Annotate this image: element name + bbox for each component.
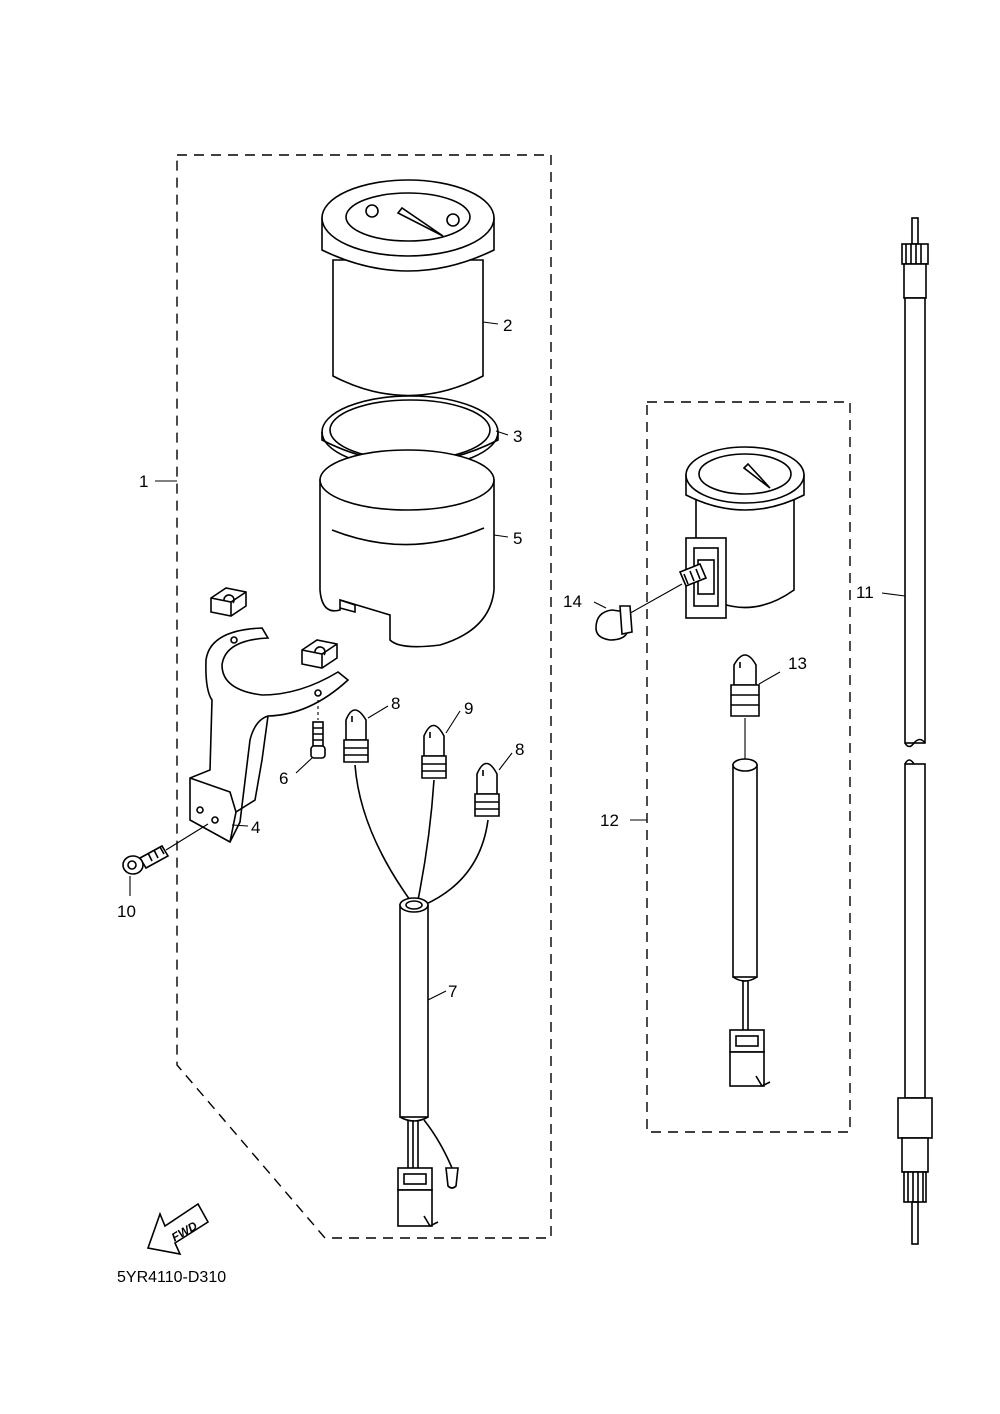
group-12-outline bbox=[646, 401, 851, 1133]
bulb-part-8-left bbox=[343, 709, 369, 763]
callout-11-leader bbox=[881, 592, 906, 597]
callout-2: 2 bbox=[503, 316, 512, 335]
callout-12: 12 bbox=[600, 811, 619, 830]
screw-part-6 bbox=[310, 700, 326, 759]
callout-3: 3 bbox=[513, 427, 522, 446]
meter-part-2 bbox=[321, 179, 495, 397]
callout-9: 9 bbox=[464, 699, 473, 718]
callout-5-leader bbox=[493, 534, 509, 538]
callout-2-leader bbox=[482, 321, 499, 325]
harness-part-12 bbox=[729, 718, 771, 1088]
callout-11: 11 bbox=[856, 583, 874, 602]
callout-1: 1 bbox=[139, 472, 148, 491]
callout-4-leader bbox=[231, 824, 249, 827]
callout-7-leader bbox=[427, 990, 447, 1001]
bracket-part-4 bbox=[189, 627, 350, 844]
callout-8b: 8 bbox=[515, 740, 524, 759]
gauge-part-12 bbox=[678, 446, 805, 619]
callout-6-leader bbox=[295, 757, 313, 774]
fwd-arrow-icon: FWD bbox=[146, 1202, 210, 1256]
cable-part-11 bbox=[897, 217, 933, 1245]
screw-part-10 bbox=[122, 823, 209, 875]
callout-6: 6 bbox=[279, 769, 288, 788]
callout-4: 4 bbox=[251, 818, 260, 837]
callout-5: 5 bbox=[513, 529, 522, 548]
grommet-upper bbox=[210, 587, 247, 617]
callout-7: 7 bbox=[448, 982, 457, 1001]
callout-13-leader bbox=[758, 671, 781, 685]
callout-9-leader bbox=[445, 710, 461, 734]
callout-8a-leader bbox=[367, 705, 389, 719]
bulb-part-13 bbox=[730, 654, 760, 717]
bulb-part-14 bbox=[595, 583, 683, 641]
callout-8b-leader bbox=[498, 752, 513, 771]
diagram-code: 5YR4110-D310 bbox=[117, 1269, 226, 1286]
callout-14: 14 bbox=[563, 592, 582, 611]
lamp-harness-part-7 bbox=[354, 764, 489, 1228]
callout-14-leader bbox=[593, 601, 607, 609]
grommet-lower bbox=[301, 639, 338, 669]
bulb-part-9 bbox=[421, 724, 447, 779]
callout-10: 10 bbox=[117, 902, 136, 921]
callout-8a: 8 bbox=[391, 694, 400, 713]
bulb-part-8-right bbox=[474, 762, 500, 817]
callout-3-leader bbox=[495, 430, 509, 436]
group-1-outline bbox=[176, 154, 552, 1239]
callout-13: 13 bbox=[788, 654, 807, 673]
meter-cover-part-5 bbox=[319, 449, 495, 648]
